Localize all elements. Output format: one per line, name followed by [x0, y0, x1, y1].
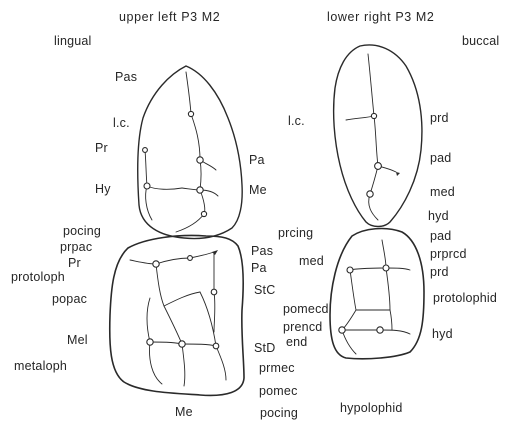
- label-lc-lower: l.c.: [288, 114, 305, 128]
- upper-p3-crest-lines: [145, 72, 218, 232]
- label-prcing: prcing: [278, 226, 313, 240]
- label-prencd: prencd: [283, 320, 322, 334]
- label-med: med: [430, 185, 455, 199]
- label-prprcd: prprcd: [430, 247, 467, 261]
- label-std: StD: [254, 341, 275, 355]
- label-hypolophid: hypolophid: [340, 401, 402, 415]
- label-pr: Pr: [95, 141, 108, 155]
- upper-left-title: upper left P3 M2: [119, 10, 220, 24]
- lower-right-title: lower right P3 M2: [327, 10, 434, 24]
- label-pa: Pa: [249, 153, 265, 167]
- cusp-markers: [143, 111, 389, 348]
- label-protoloph: protoloph: [11, 270, 65, 284]
- label-me: Me: [249, 183, 267, 197]
- upper-m2-crest-lines: [130, 252, 226, 386]
- label-stc: StC: [254, 283, 275, 297]
- label-metaloph: metaloph: [14, 359, 67, 373]
- lower-m2-crest-lines: [342, 240, 410, 354]
- label-prd-2: prd: [430, 265, 449, 279]
- label-pocing-bottom: pocing: [260, 406, 298, 420]
- label-hy: Hy: [95, 182, 111, 196]
- label-pad: pad: [430, 151, 451, 165]
- label-pomecd: pomecd: [283, 302, 329, 316]
- label-mel: Mel: [67, 333, 88, 347]
- label-pad-2: pad: [430, 229, 451, 243]
- label-pocing: pocing: [63, 224, 101, 238]
- label-prmec: prmec: [259, 361, 295, 375]
- lingual-label: lingual: [54, 34, 92, 48]
- buccal-label: buccal: [462, 34, 499, 48]
- label-pa-mid: Pa: [251, 261, 267, 275]
- label-pas-top: Pas: [115, 70, 137, 84]
- lower-m2-outline: [330, 229, 424, 359]
- label-me-bottom: Me: [175, 405, 193, 419]
- label-pas-mid: Pas: [251, 244, 273, 258]
- upper-p3-outline: [138, 66, 242, 239]
- label-prpac: prpac: [60, 240, 92, 254]
- label-med-left: med: [299, 254, 324, 268]
- label-pr-2: Pr: [68, 256, 81, 270]
- label-end: end: [286, 335, 307, 349]
- label-hyd: hyd: [428, 209, 449, 223]
- lower-p3-outline: [334, 45, 422, 227]
- label-lc-upper: l.c.: [113, 116, 130, 130]
- label-prd: prd: [430, 111, 449, 125]
- upper-m2-outline: [110, 236, 244, 396]
- label-protolophid: protolophid: [433, 291, 497, 305]
- label-hyd-2: hyd: [432, 327, 453, 341]
- label-pomec: pomec: [259, 384, 298, 398]
- label-popac: popac: [52, 292, 87, 306]
